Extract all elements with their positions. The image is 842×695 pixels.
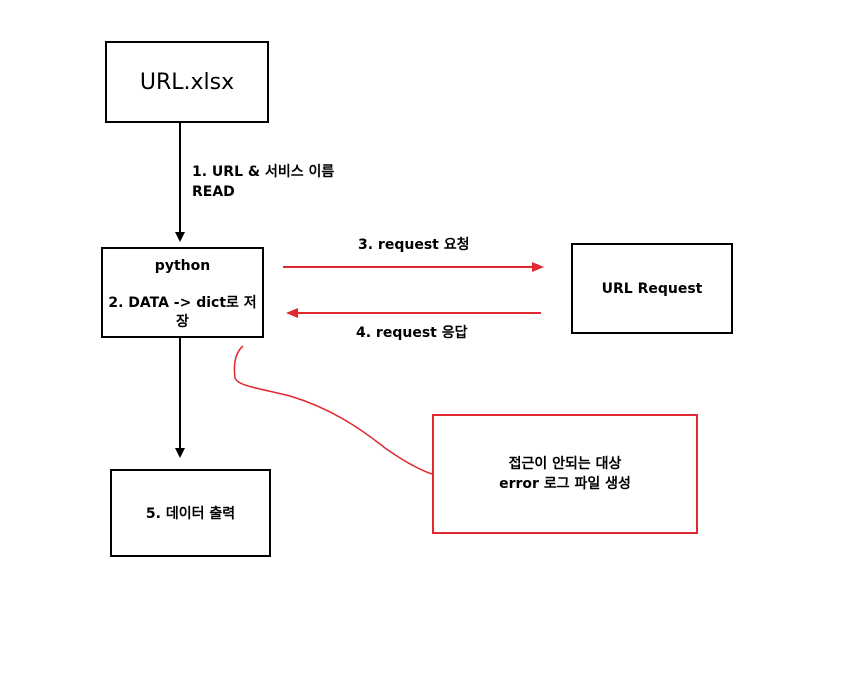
node-url-request: URL Request: [571, 243, 733, 334]
node-url-request-label: URL Request: [601, 280, 703, 297]
edge-label-response: 4. request 응답: [356, 325, 468, 341]
edge-label-request: 3. request 요청: [358, 237, 470, 253]
node-data-output: 5. 데이터 출력: [110, 469, 271, 557]
node-python-line1: 2. DATA -> dict로 저: [108, 295, 257, 311]
node-error-log: 접근이 안되는 대상 error 로그 파일 생성: [432, 414, 698, 534]
node-url-xlsx: URL.xlsx: [105, 41, 269, 123]
node-error-log-line1: 접근이 안되는 대상: [508, 456, 622, 472]
edge-label-read-line1: 1. URL & 서비스 이름: [192, 164, 335, 180]
node-python: python 2. DATA -> dict로 저 장: [101, 247, 264, 338]
error-connector-curve: [233, 345, 433, 475]
node-python-title: python: [154, 258, 211, 274]
node-data-output-label: 5. 데이터 출력: [145, 506, 236, 522]
node-error-log-line2: error 로그 파일 생성: [499, 476, 631, 492]
edge-label-read-line2: READ: [192, 184, 235, 200]
node-url-xlsx-label: URL.xlsx: [139, 69, 235, 95]
node-python-line2: 장: [176, 314, 189, 330]
